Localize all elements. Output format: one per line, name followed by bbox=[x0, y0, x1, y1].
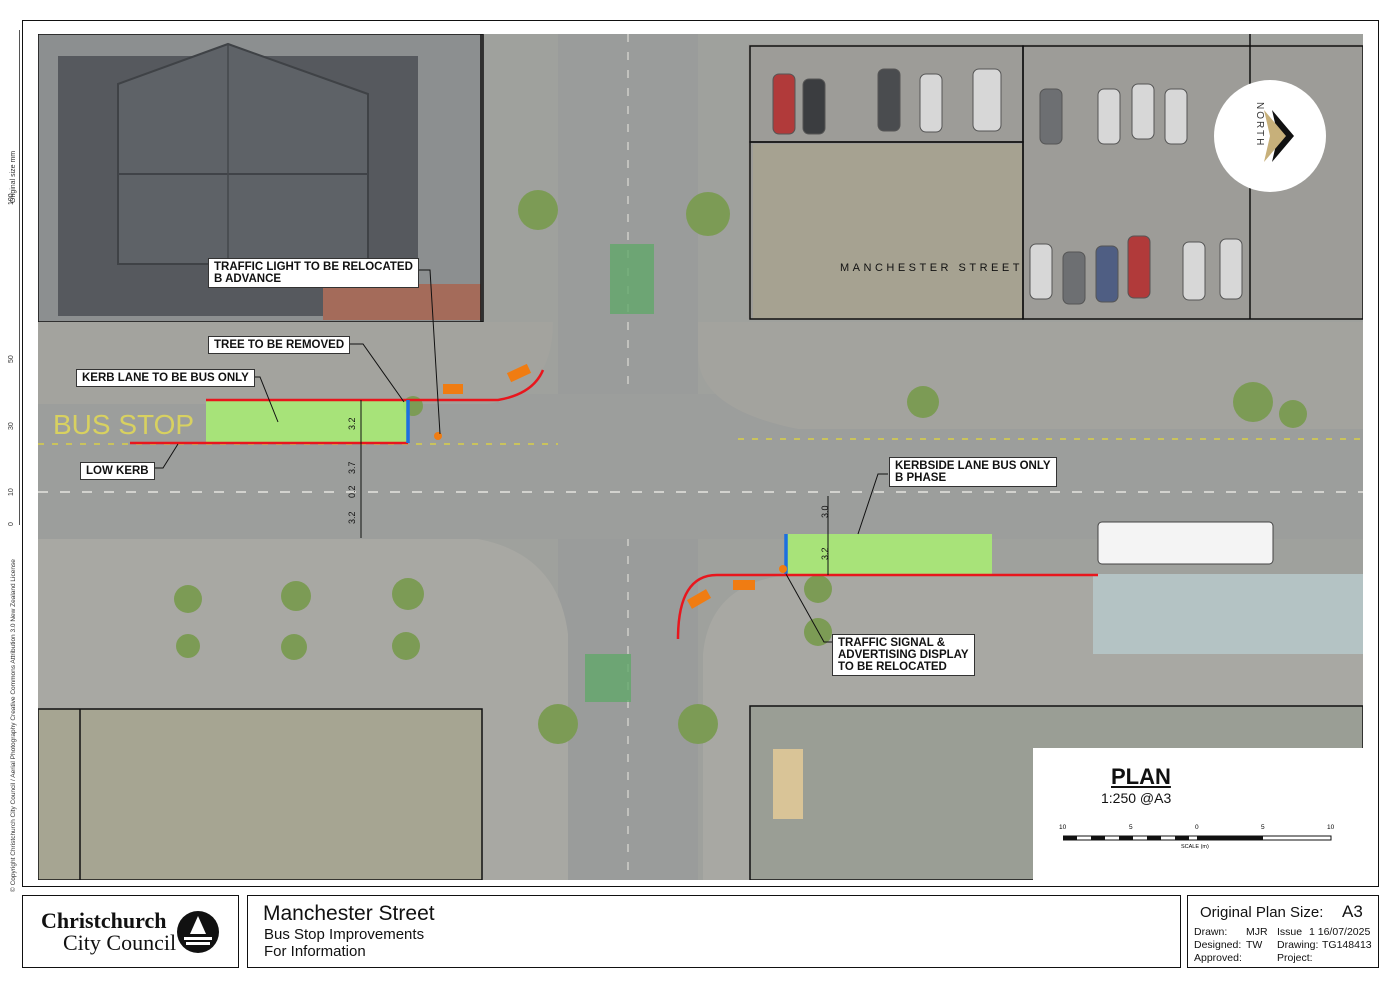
logo-box: Christchurch City Council bbox=[22, 895, 239, 968]
drawing-info-box bbox=[1187, 895, 1379, 968]
plan-size-value: A3 bbox=[1342, 902, 1363, 921]
dim-west-1: 3.2 bbox=[347, 417, 357, 430]
issue-value: 1 16/07/2025 bbox=[1309, 926, 1371, 938]
designed-label: Designed: bbox=[1194, 939, 1242, 951]
dim-east-1: 3.0 bbox=[820, 505, 830, 518]
callout-kerbside-lane-bus-only: KERBSIDE LANE BUS ONLY B PHASE bbox=[889, 457, 1057, 487]
dim-west-4: 3.2 bbox=[347, 511, 357, 524]
drawing-value: TG148413 bbox=[1322, 939, 1372, 951]
council-logo-icon bbox=[177, 911, 219, 953]
west-new-kerb-line bbox=[408, 369, 545, 402]
scale-tick-2: 5 bbox=[1129, 824, 1133, 831]
east-traffic-signal bbox=[779, 565, 787, 573]
ruler-line bbox=[19, 30, 20, 525]
plan-title: PLAN bbox=[1111, 764, 1171, 789]
bus-stop-road-marking: BUS STOP bbox=[53, 409, 194, 440]
logo-line-1: Christchurch bbox=[41, 908, 167, 933]
plan-scale: 1:250 @A3 bbox=[1101, 790, 1172, 806]
drawn-value: MJR bbox=[1246, 926, 1268, 938]
drawn-label: Drawn: bbox=[1194, 926, 1228, 938]
issue-label: Issue bbox=[1277, 926, 1303, 938]
logo-line-2: City Council bbox=[63, 930, 177, 955]
plan-legend-box: PLAN 1:250 @A3 10 5 0 5 10 SCALE (m) bbox=[1033, 748, 1363, 880]
ruler-tick-10: 10 bbox=[8, 488, 15, 496]
scale-tick-3: 0 bbox=[1195, 824, 1199, 831]
callout-traffic-signal-relocated: TRAFFIC SIGNAL & ADVERTISING DISPLAY TO … bbox=[832, 634, 975, 676]
project-subtitle-1: Bus Stop Improvements bbox=[264, 926, 425, 943]
west-traffic-light bbox=[434, 432, 442, 440]
west-signal-box-2 bbox=[506, 363, 532, 383]
project-title: Manchester Street bbox=[263, 902, 435, 925]
dim-west-3: 0.2 bbox=[347, 485, 357, 498]
scale-tick-5: 10 bbox=[1327, 824, 1335, 831]
east-bus-lane-area bbox=[786, 534, 992, 574]
scale-tick-4: 5 bbox=[1261, 824, 1265, 831]
scale-label: SCALE (m) bbox=[1181, 844, 1209, 850]
approved-label: Approved: bbox=[1194, 952, 1242, 964]
west-signal-box bbox=[443, 384, 463, 394]
east-signal-box bbox=[733, 580, 755, 590]
north-arrow-icon bbox=[1264, 110, 1294, 162]
dim-east-2: 3.2 bbox=[820, 547, 830, 560]
project-label: Project: bbox=[1277, 952, 1313, 964]
ruler-tick-30: 30 bbox=[8, 422, 15, 430]
designed-value: TW bbox=[1246, 939, 1263, 951]
callout-low-kerb: LOW KERB bbox=[80, 462, 155, 480]
street-name-label: MANCHESTER STREET bbox=[840, 262, 1023, 274]
dim-west-2: 3.7 bbox=[347, 461, 357, 474]
callout-traffic-light-relocated: TRAFFIC LIGHT TO BE RELOCATED B ADVANCE bbox=[208, 258, 419, 288]
project-title-box bbox=[247, 895, 1181, 968]
ruler-tick-100: 100 bbox=[8, 193, 15, 205]
aerial-plan: BUS STOP bbox=[38, 34, 1363, 880]
plan-size-label: Original Plan Size: bbox=[1200, 904, 1324, 921]
drawing-frame bbox=[22, 20, 1379, 887]
east-signal-box-2 bbox=[686, 589, 712, 609]
project-subtitle-2: For Information bbox=[264, 943, 366, 960]
scale-bar: 10 5 0 5 10 SCALE (m) bbox=[1059, 822, 1343, 861]
ruler-tick-50: 50 bbox=[8, 355, 15, 363]
east-new-kerb-line bbox=[676, 573, 1098, 640]
copyright-note: © Copyright Christchurch City Council / … bbox=[10, 559, 17, 892]
callout-kerb-lane-bus-only: KERB LANE TO BE BUS ONLY bbox=[76, 369, 255, 387]
north-label: NORTH bbox=[1254, 102, 1265, 148]
west-bus-lane-area bbox=[206, 400, 408, 442]
north-arrow: NORTH bbox=[1214, 80, 1326, 192]
ruler-tick-0: 0 bbox=[8, 522, 15, 526]
scale-tick-1: 10 bbox=[1059, 824, 1067, 831]
drawing-label: Drawing: bbox=[1277, 939, 1319, 951]
aerial-graphic: BUS STOP bbox=[38, 34, 1363, 880]
callout-tree-removed: TREE TO BE REMOVED bbox=[208, 336, 351, 354]
